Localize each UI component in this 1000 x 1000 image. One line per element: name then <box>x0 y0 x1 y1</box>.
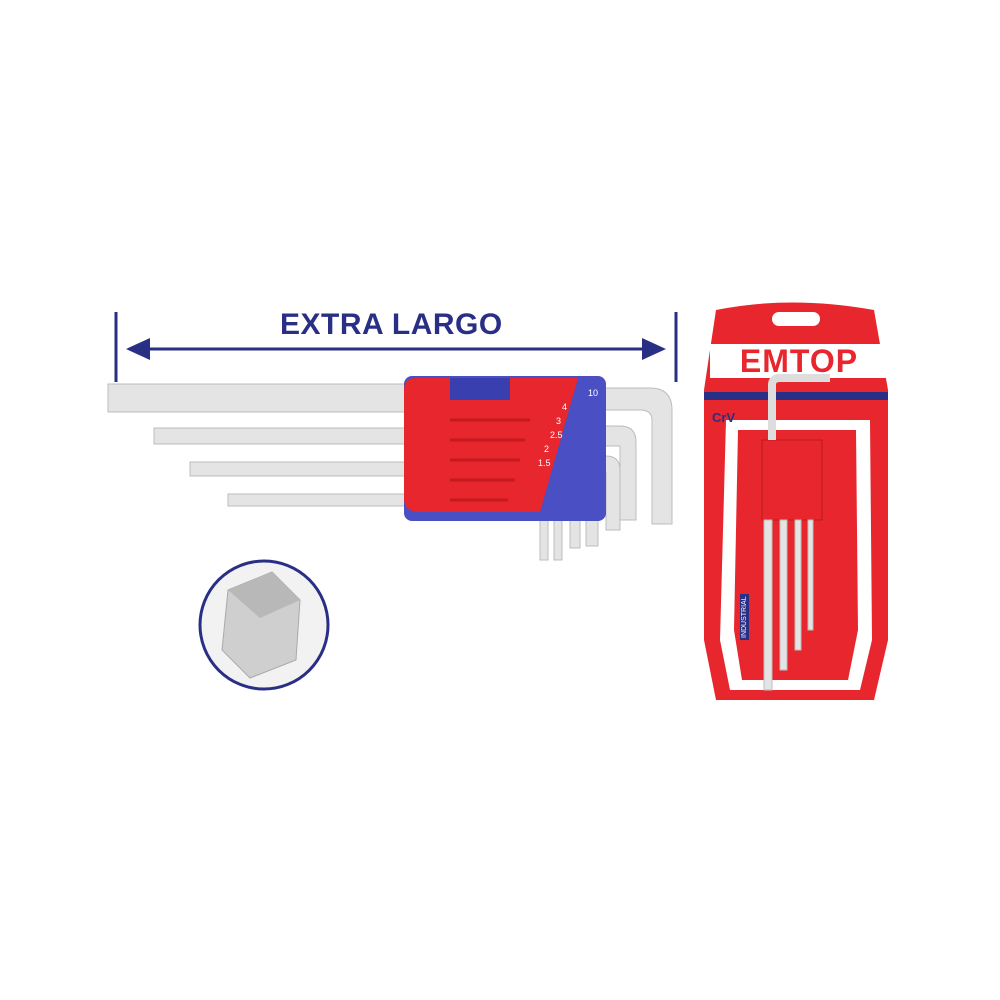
dimension-arrow <box>114 312 678 382</box>
size-markings: 10 4 3 2.5 2 1.5 <box>520 386 598 470</box>
size-2-5: 2.5 <box>550 430 563 440</box>
size-1-5: 1.5 <box>538 458 551 468</box>
industrial-badge: INDUSTRIAL <box>740 594 749 640</box>
hex-key-set <box>107 383 673 561</box>
extra-largo-label: EXTRA LARGO <box>280 308 503 341</box>
size-2: 2 <box>544 444 550 454</box>
hex-tip-closeup <box>198 559 330 691</box>
size-3: 3 <box>556 416 562 426</box>
blister-package <box>704 302 888 700</box>
size-4: 4 <box>562 402 568 412</box>
key-holder <box>404 376 606 521</box>
brand-logo: EMTOP <box>739 343 859 379</box>
size-10: 10 <box>588 388 599 398</box>
crv-mark: CrV <box>712 410 736 425</box>
